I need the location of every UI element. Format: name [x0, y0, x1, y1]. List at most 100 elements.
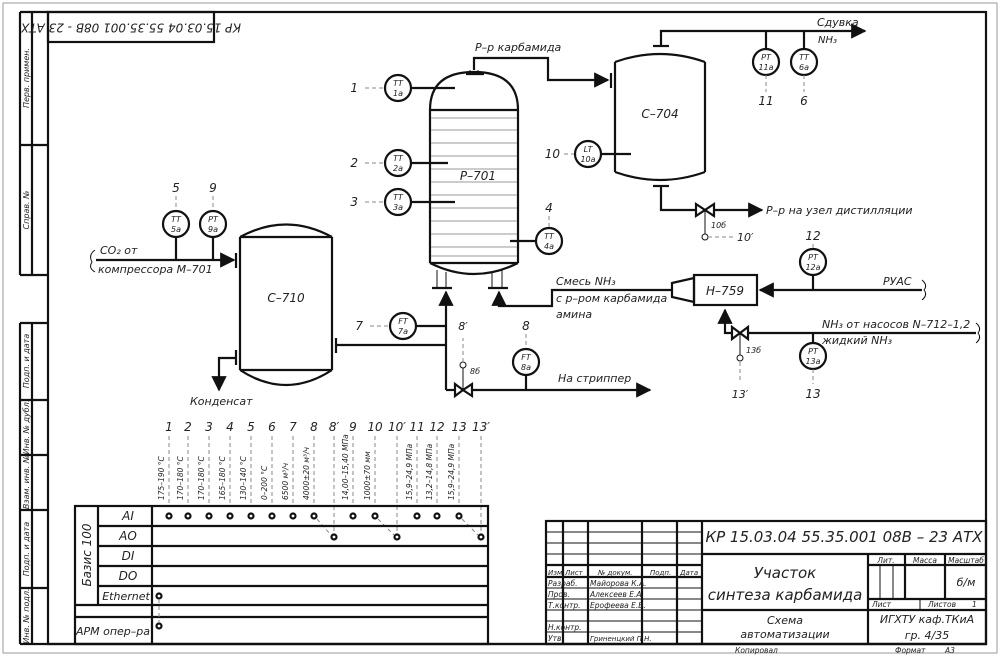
ai-channel-point	[310, 512, 318, 520]
ao-link	[377, 518, 395, 536]
instrument-type: PT	[808, 347, 819, 356]
signal-range: 175–190 °С	[157, 455, 166, 500]
signal-position: 4	[226, 420, 234, 434]
separator-c710: С–710	[234, 223, 338, 386]
strip-label: Инв. № дубл.	[22, 400, 31, 455]
signal-range: 4000±20 м³/ч	[302, 447, 311, 500]
ao-link	[461, 518, 479, 536]
title-line-2: синтеза карбамида	[708, 586, 863, 604]
ai-channel-point	[413, 512, 421, 520]
instrument-tag: 4а	[544, 242, 554, 251]
injector-label: Н–759	[706, 284, 744, 298]
scale-label: Масштаб	[948, 556, 984, 565]
controller-table: Базис 100 AI AO DI DO Ethernet АРМ опер–…	[73, 504, 490, 646]
mixture-label-3: амина	[556, 308, 592, 321]
vent-label-2: NH₃	[818, 35, 837, 46]
stripper-label: На стриппер	[558, 372, 631, 385]
condensate-label: Конденсат	[190, 395, 253, 408]
org-line-2: гр. 4/35	[905, 629, 949, 642]
urea-pipe-label: Р–р карбамида	[475, 41, 562, 54]
row-ao: AO	[118, 529, 137, 543]
reactor-label: Р–701	[460, 169, 496, 183]
title-block: Изм. Лист № докум. Подп. Дата Разраб. Ма…	[48, 519, 988, 655]
signal-position: 12	[429, 420, 444, 434]
ai-channel-point	[289, 512, 297, 520]
instrument-type: TT	[171, 215, 182, 224]
vent-label-1: Сдувка	[817, 16, 859, 29]
instrument-tag: 8а	[521, 363, 531, 372]
ai-channel-point	[268, 512, 276, 520]
instrument-position: 12	[805, 229, 820, 243]
signal-position: 1	[165, 420, 173, 434]
signal-position: 5	[247, 420, 255, 434]
sheet-label: Лист	[871, 600, 892, 609]
strip-label: Подп. и дата	[22, 522, 31, 577]
separator-left-label: С–710	[267, 291, 305, 305]
instrument-position: 5	[172, 181, 180, 195]
instrument-bubble	[573, 139, 603, 169]
instrument-type: TT	[544, 232, 555, 241]
signal-position: 10	[367, 420, 383, 434]
valve-10b[interactable]: 10б 10′	[694, 201, 754, 244]
nh3-label-1: NH₃ от насосов N–712–1,2	[822, 318, 970, 331]
signal-range: 6500 м³/ч	[281, 462, 290, 500]
signal-position: 8′	[329, 420, 340, 434]
row-ethernet: Ethernet	[102, 590, 150, 603]
mixture-label-1: Смесь NH₃	[556, 275, 616, 288]
distillation-label: Р–р на узел дистилляции	[766, 204, 913, 217]
instrument-position: 3	[350, 195, 358, 209]
instrument-type: PT	[761, 53, 772, 62]
person: Майорова К.А.	[590, 579, 647, 588]
instrument-bubble	[383, 187, 413, 217]
format-value: А3	[944, 646, 955, 655]
instrument-position: 8	[522, 319, 530, 333]
col-list: Лист	[564, 569, 584, 577]
instrument-position: 7	[355, 319, 363, 333]
instrument-position: 1	[350, 81, 358, 95]
signal-range: 13,2–14,8 МПа	[425, 443, 434, 500]
instrument-position: 6	[800, 94, 808, 108]
instrument-bubble	[198, 209, 228, 239]
sheets-label: Листов	[927, 600, 956, 609]
valve-13b[interactable]: 13б 13′	[730, 324, 761, 401]
signal-column: 13′	[461, 420, 490, 541]
signal-range: 15,9–24,9 МПа	[405, 443, 414, 500]
ao-channel-point	[477, 533, 485, 541]
signal-column: 1 175–190 °С	[157, 420, 173, 520]
workstation-label: АРМ опер–ра	[75, 625, 150, 638]
ai-channel-point	[184, 512, 192, 520]
valve-8b[interactable]: 8б 8′	[453, 320, 480, 399]
reactor-trays	[431, 117, 517, 257]
signal-range: 170–180 °С	[176, 455, 185, 500]
signal-position: 8	[310, 420, 318, 434]
row-do: DO	[119, 569, 138, 583]
valve-tag: 8б	[470, 367, 480, 376]
signal-position: 13	[451, 420, 466, 434]
controller-name: Базис 100	[80, 523, 94, 586]
instrument-tag: 2а	[393, 164, 403, 173]
signal-column: 60–200 °С	[260, 420, 276, 520]
instrument-tag: 13а	[805, 357, 820, 366]
mass-label: Масса	[913, 556, 937, 565]
signal-position: 13′	[472, 420, 490, 434]
role: Пров.	[548, 590, 570, 599]
